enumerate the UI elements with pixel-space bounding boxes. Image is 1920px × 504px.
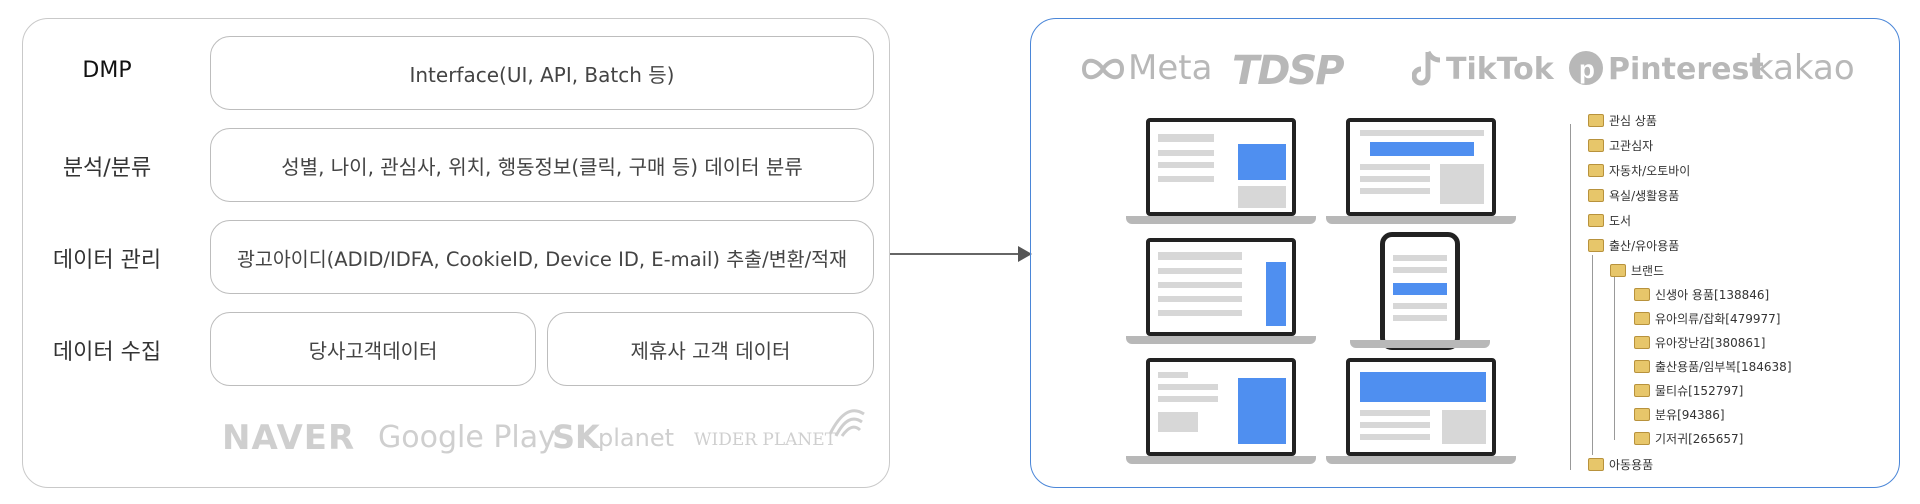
flow-arrow-line [890, 253, 1020, 255]
tree-line-root [1570, 124, 1571, 470]
ad-laptop-5 [1326, 358, 1516, 468]
folder-icon [1588, 139, 1604, 152]
folder-icon [1634, 336, 1650, 349]
meta-infinity-icon [1081, 58, 1125, 80]
naver-logo: NAVER [222, 418, 356, 458]
tree-item-label: 출산용품/임부복[184638] [1655, 360, 1792, 374]
partner-customer-data-box: 제휴사 고객 데이터 [547, 312, 874, 386]
ad-laptop-3 [1126, 238, 1316, 348]
tree-item[interactable]: 자동차/오토바이 [1588, 162, 1690, 179]
folder-icon [1634, 384, 1650, 397]
tree-item-label: 출산/유아용품 [1609, 239, 1680, 253]
wider-planet-swirl-icon [828, 409, 865, 437]
dmp-panel [22, 18, 890, 488]
google-play-logo: Google Play [378, 420, 556, 455]
tree-item-label: 유아의류/잡화[479977] [1655, 312, 1781, 326]
sk-logo: SK [552, 418, 600, 456]
tree-item-label: 기저귀[265657] [1655, 432, 1744, 446]
planet-logo: planet [598, 424, 674, 452]
tree-item-label: 욕실/생활용품 [1609, 189, 1680, 203]
tree-item[interactable]: 도서 [1588, 212, 1631, 229]
wider-planet-logo: WIDER PLANET [694, 430, 837, 450]
tree-item-label: 도서 [1609, 214, 1632, 228]
pinterest-p-icon: p [1569, 51, 1603, 85]
ad-id-box: 광고아이디(ADID/IDFA, CookieID, Device ID, E-… [210, 220, 874, 294]
tree-item[interactable]: 고관심자 [1588, 137, 1653, 154]
tree-item-label: 자동차/오토바이 [1609, 164, 1691, 178]
tree-item-label: 아동용품 [1609, 458, 1654, 472]
tree-line-sub [1592, 255, 1593, 455]
folder-icon [1588, 114, 1604, 127]
row-label-analysis: 분석/분류 [62, 156, 152, 181]
tree-item[interactable]: 아동용품 [1588, 456, 1653, 473]
ad-phone-stand [1350, 340, 1490, 348]
folder-icon [1634, 288, 1650, 301]
ad-laptop-2 [1326, 118, 1516, 228]
svg-text:p: p [1579, 54, 1595, 84]
folder-icon [1588, 214, 1604, 227]
meta-logo: Meta [1128, 48, 1213, 88]
kakao-logo: kakao [1754, 48, 1855, 88]
interface-box: Interface(UI, API, Batch 등) [210, 36, 874, 110]
tree-item-label: 고관심자 [1609, 139, 1654, 153]
row-label-data-collection: 데이터 수집 [52, 340, 162, 365]
tiktok-note-icon [1412, 50, 1441, 86]
tree-item-label: 분유[94386] [1655, 408, 1725, 422]
tree-item-label: 브랜드 [1631, 264, 1665, 278]
tree-item[interactable]: 출산/유아용품 [1588, 237, 1679, 254]
tree-item[interactable]: 신생아 용품[138846] [1634, 286, 1769, 303]
ad-laptop-4 [1126, 358, 1316, 468]
folder-icon [1634, 360, 1650, 373]
ad-laptop-1 [1126, 118, 1316, 228]
row-label-dmp: DMP [82, 58, 132, 83]
tree-item-label: 물티슈[152797] [1655, 384, 1744, 398]
tree-root-item[interactable]: 관심 상품 [1564, 112, 1657, 129]
folder-icon [1588, 164, 1604, 177]
tree-item[interactable]: 유아장난감[380861] [1634, 334, 1765, 351]
tree-item-label: 유아장난감[380861] [1655, 336, 1766, 350]
folder-icon [1634, 312, 1650, 325]
folder-icon [1634, 408, 1650, 421]
row-label-data-management: 데이터 관리 [52, 248, 162, 273]
tdsp-logo: TDSP [1232, 48, 1345, 94]
own-customer-data-box: 당사고객데이터 [210, 312, 536, 386]
tiktok-logo: TikTok [1446, 52, 1554, 87]
folder-icon [1588, 189, 1604, 202]
media-panel [1030, 18, 1900, 488]
pinterest-logo: Pinterest [1608, 52, 1764, 87]
folder-icon [1610, 264, 1626, 277]
classification-box: 성별, 나이, 관심사, 위치, 행동정보(클릭, 구매 등) 데이터 분류 [210, 128, 874, 202]
tree-item[interactable]: 출산용품/임부복[184638] [1634, 358, 1792, 375]
folder-icon [1634, 432, 1650, 445]
tree-item[interactable]: 유아의류/잡화[479977] [1634, 310, 1780, 327]
tree-line-leaves [1614, 276, 1615, 440]
ad-phone [1380, 232, 1460, 350]
tree-item[interactable]: 분유[94386] [1634, 406, 1725, 423]
tree-item[interactable]: 물티슈[152797] [1634, 382, 1743, 399]
tree-item[interactable]: 브랜드 [1610, 262, 1664, 279]
tree-item-label: 신생아 용품[138846] [1655, 288, 1770, 302]
folder-icon [1588, 458, 1604, 471]
tree-item[interactable]: 기저귀[265657] [1634, 430, 1743, 447]
folder-icon [1588, 239, 1604, 252]
tree-root-label: 관심 상품 [1609, 114, 1657, 128]
tree-item[interactable]: 욕실/생활용품 [1588, 187, 1679, 204]
flow-arrow-head [1018, 246, 1032, 262]
